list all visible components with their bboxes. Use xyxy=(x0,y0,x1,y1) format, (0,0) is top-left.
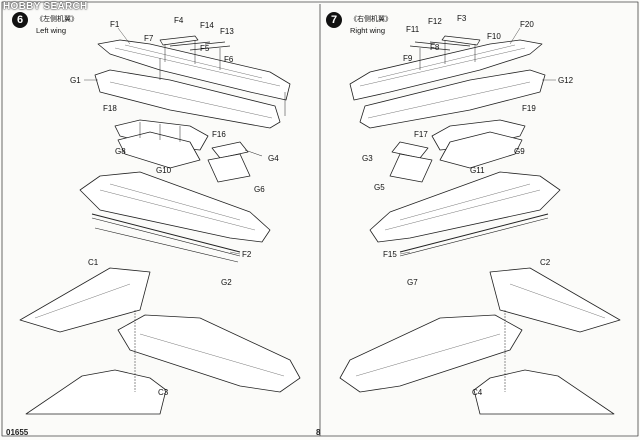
label-G8: G8 xyxy=(115,147,126,156)
label-F16: F16 xyxy=(212,130,226,139)
left-aileron-part xyxy=(211,141,249,159)
label-F10: F10 xyxy=(487,32,501,41)
right-title-en: Right wing xyxy=(350,26,386,35)
label-G12: G12 xyxy=(558,76,574,85)
right-flap-lower xyxy=(439,131,523,169)
right-title-cn: 《右侧机翼》 xyxy=(350,16,392,23)
label-F4: F4 xyxy=(174,16,184,25)
label-F11: F11 xyxy=(406,25,420,34)
label-F3: F3 xyxy=(457,14,467,23)
label-G11: G11 xyxy=(470,166,485,175)
left-outer-wing-c3 xyxy=(25,369,167,415)
step-number-7: 7 xyxy=(326,12,342,28)
footer-code: 01655 xyxy=(6,428,29,437)
label-F19: F19 xyxy=(522,104,536,113)
label-C3: C3 xyxy=(158,388,169,397)
label-F12: F12 xyxy=(428,17,442,26)
step-number-6: 6 xyxy=(12,12,28,28)
label-G6: G6 xyxy=(254,185,265,194)
label-F7: F7 xyxy=(144,34,154,43)
left-title-cn: 《左侧机翼》 xyxy=(36,16,78,23)
right-outer-wing-c4 xyxy=(473,369,615,415)
label-F8: F8 xyxy=(430,43,440,52)
left-title-en: Left wing xyxy=(36,26,67,35)
label-F5: F5 xyxy=(200,44,210,53)
label-G5: G5 xyxy=(374,183,385,192)
watermark-text: HOBBY SEARCH xyxy=(3,1,88,12)
label-G10: G10 xyxy=(156,166,172,175)
watermark-logo: HOBBY SEARCH xyxy=(3,1,88,12)
label-F18: F18 xyxy=(103,104,117,113)
right-aileron-part xyxy=(391,141,429,159)
label-F6: F6 xyxy=(224,55,234,64)
label-F17: F17 xyxy=(414,130,428,139)
label-F2: F2 xyxy=(242,250,252,259)
label-G2: G2 xyxy=(221,278,232,287)
left-wing-assembled xyxy=(79,171,271,243)
label-F14: F14 xyxy=(200,21,214,30)
label-C2: C2 xyxy=(540,258,551,267)
label-G3: G3 xyxy=(362,154,373,163)
right-aileron-lower xyxy=(389,153,433,183)
left-flap-lower xyxy=(117,131,201,169)
label-F15: F15 xyxy=(383,250,397,259)
label-F13: F13 xyxy=(220,27,234,36)
label-F9: F9 xyxy=(403,54,413,63)
right-outer-wing-middle xyxy=(339,314,523,393)
label-G7: G7 xyxy=(407,278,418,287)
label-G9: G9 xyxy=(514,147,525,156)
label-G1: G1 xyxy=(70,76,81,85)
left-aileron-lower xyxy=(207,153,251,183)
label-G4: G4 xyxy=(268,154,279,163)
label-C1: C1 xyxy=(88,258,99,267)
label-C4: C4 xyxy=(472,388,483,397)
label-F1: F1 xyxy=(110,20,120,29)
right-wing-assembled xyxy=(369,171,561,243)
left-outer-wing-middle xyxy=(117,314,301,393)
footer-page-number: 8 xyxy=(316,428,321,437)
label-F20: F20 xyxy=(520,20,534,29)
